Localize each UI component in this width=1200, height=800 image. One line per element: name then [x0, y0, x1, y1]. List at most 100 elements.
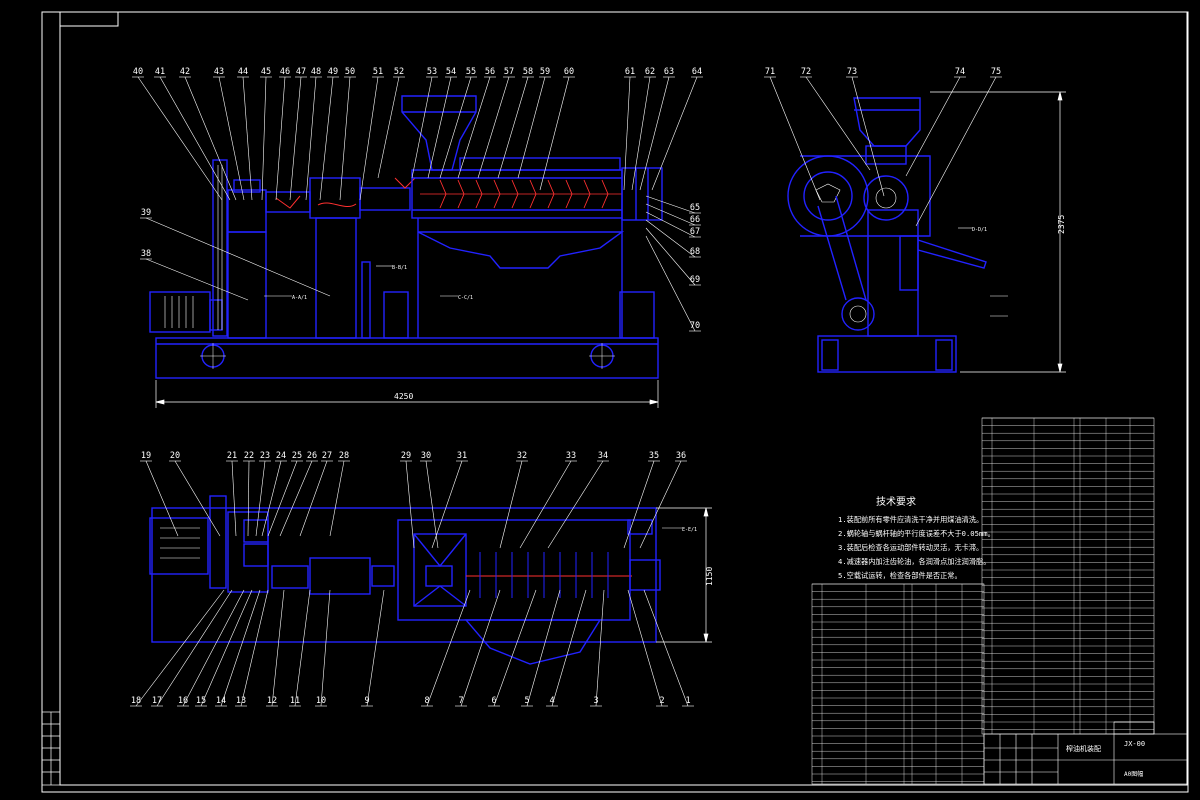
drawing-code: JX-00 [1124, 740, 1145, 748]
balloon-5: 5 [524, 696, 529, 706]
balloon-2: 2 [659, 696, 664, 706]
left-margin-table [41, 711, 61, 786]
balloon-68: 68 [690, 247, 700, 257]
balloon-65: 65 [690, 203, 700, 213]
section-ref-e: E-E/1 [682, 527, 697, 533]
balloon-71: 71 [765, 67, 775, 77]
plan-view [149, 495, 661, 665]
parts-list-right-rows [982, 417, 1154, 734]
sheet-size: A0图幅 [1124, 770, 1143, 778]
parts-list-right [981, 417, 1155, 735]
plan-width-dimension: 1150 [705, 567, 714, 586]
balloon-26: 26 [307, 451, 317, 461]
balloon-44: 44 [238, 67, 248, 77]
balloon-21: 21 [227, 451, 237, 461]
balloon-32: 32 [517, 451, 527, 461]
balloon-49: 49 [328, 67, 338, 77]
side-height-dimension: 2375 [1057, 215, 1066, 234]
balloon-27: 27 [322, 451, 332, 461]
section-ref-c: C-C/1 [458, 295, 473, 301]
tech-req-item-5: 5.空载试运转，检查各部件是否正常。 [838, 571, 962, 580]
title-block [983, 721, 1189, 785]
plan-oil-pan [464, 619, 602, 665]
section-ref-d: D-D/1 [972, 227, 987, 233]
tech-req-item-2: 2.蜗轮轴与蜗杆轴的平行度误差不大于0.05mm。 [838, 529, 995, 538]
balloon-69: 69 [690, 275, 700, 285]
front-hopper [401, 95, 477, 171]
parts-list-left-rows [812, 583, 984, 784]
section-ref-marks [264, 227, 1008, 529]
tech-req-item-4: 4.减速器内加注齿轮油，各润滑点加注润滑脂。 [838, 557, 990, 566]
balloon-17: 17 [152, 696, 162, 706]
balloon-18: 18 [131, 696, 141, 706]
plan-press-body [397, 519, 631, 621]
balloon-12: 12 [267, 696, 277, 706]
balloon-59: 59 [540, 67, 550, 77]
inner-border [59, 11, 1188, 786]
plan-coupling [309, 557, 371, 595]
section-ref-b: B-B/1 [392, 265, 407, 271]
balloon-3: 3 [593, 696, 598, 706]
balloon-33: 33 [566, 451, 576, 461]
tech-req-item-1: 1.装配前所有零件应清洗干净并用煤油清洗。 [838, 515, 983, 524]
front-motor [149, 291, 211, 333]
balloon-67: 67 [690, 227, 700, 237]
balloon-22: 22 [244, 451, 254, 461]
balloon-53: 53 [427, 67, 437, 77]
balloon-63: 63 [664, 67, 674, 77]
balloon-46: 46 [280, 67, 290, 77]
balloon-15: 15 [196, 696, 206, 706]
balloon-20: 20 [170, 451, 180, 461]
front-dimension [155, 380, 659, 408]
balloon-70: 70 [690, 321, 700, 331]
technical-requirements: 技术要求 1.装配前所有零件应清洗干净并用煤油清洗。 2.蜗轮轴与蜗杆轴的平行度… [838, 495, 995, 580]
balloon-66: 66 [690, 215, 700, 225]
front-length-dimension: 4250 [394, 392, 413, 401]
balloon-8: 8 [424, 696, 429, 706]
balloon-14: 14 [216, 696, 226, 706]
parts-list-left [811, 583, 985, 785]
balloon-30: 30 [421, 451, 431, 461]
section-ref-a: A-A/1 [292, 295, 307, 301]
balloon-13: 13 [236, 696, 246, 706]
front-pulley [212, 159, 228, 337]
plan-dimension [656, 507, 712, 643]
balloon-45: 45 [261, 67, 271, 77]
balloon-72: 72 [801, 67, 811, 77]
balloon-6: 6 [491, 696, 496, 706]
balloon-35: 35 [649, 451, 659, 461]
balloon-7: 7 [458, 696, 463, 706]
balloon-61: 61 [625, 67, 635, 77]
corner-label-box [59, 11, 119, 27]
balloon-38: 38 [141, 249, 151, 259]
balloon-60: 60 [564, 67, 574, 77]
balloon-9: 9 [364, 696, 369, 706]
balloon-75: 75 [991, 67, 1001, 77]
balloon-73: 73 [847, 67, 857, 77]
balloon-23: 23 [260, 451, 270, 461]
side-view [787, 97, 987, 373]
balloon-10: 10 [316, 696, 326, 706]
balloon-54: 54 [446, 67, 456, 77]
balloon-64: 64 [692, 67, 702, 77]
plan-motor [149, 517, 209, 575]
balloon-36: 36 [676, 451, 686, 461]
balloon-51: 51 [373, 67, 383, 77]
balloon-43: 43 [214, 67, 224, 77]
tech-req-heading: 技术要求 [876, 495, 916, 508]
balloon-1: 1 [685, 696, 690, 706]
balloon-4: 4 [549, 696, 554, 706]
balloon-52: 52 [394, 67, 404, 77]
balloon-19: 19 [141, 451, 151, 461]
balloon-24: 24 [276, 451, 286, 461]
balloon-58: 58 [523, 67, 533, 77]
front-oil-pan [417, 231, 625, 269]
plan-frame [151, 507, 657, 643]
balloon-42: 42 [180, 67, 190, 77]
balloon-28: 28 [339, 451, 349, 461]
balloon-31: 31 [457, 451, 467, 461]
balloon-74: 74 [955, 67, 965, 77]
balloon-34: 34 [598, 451, 608, 461]
